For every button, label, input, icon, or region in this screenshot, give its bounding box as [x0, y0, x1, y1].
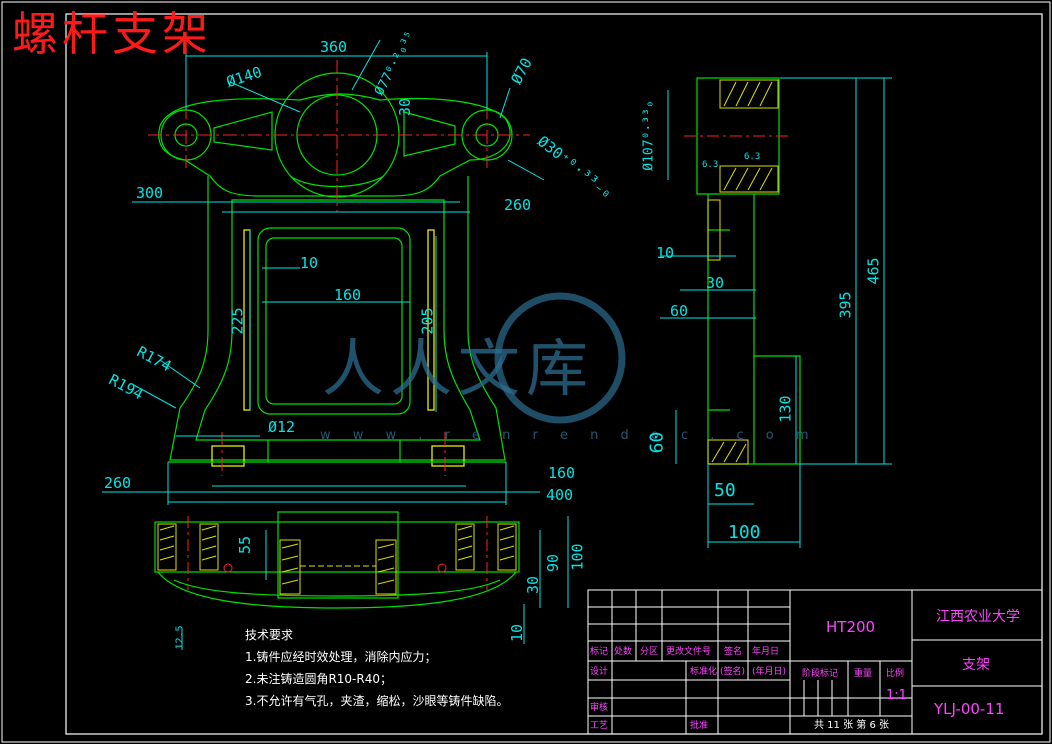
dim-160-base: 160 — [548, 464, 576, 482]
dim-50: 50 — [714, 480, 736, 501]
front-centerlines — [148, 60, 530, 476]
tb-label-standard: 标准化 — [690, 667, 718, 677]
tb-sheets: 共 11 张 第 6 张 — [814, 720, 889, 731]
bottom-view — [154, 511, 520, 609]
dim-6-3-b: 6.3 — [744, 152, 761, 162]
tb-label-zone: 分区 — [640, 647, 659, 657]
tb-material: HT200 — [826, 618, 876, 636]
dim-10-side: 10 — [656, 244, 675, 262]
watermark-url: w w w . r e n r e n d o c . c o m — [320, 428, 818, 443]
dim-260-top: 260 — [504, 196, 532, 214]
tb-label-weight: 重量 — [854, 669, 873, 679]
tb-label-design: 设计 — [590, 667, 609, 677]
notes-item: 3.不允许有气孔，夹渣，缩松，沙眼等铸件缺陷。 — [245, 694, 509, 708]
tb-label-sign2: (签名) — [720, 667, 746, 677]
tb-label-signature: 签名 — [724, 647, 743, 657]
notes-item: 1.铸件应经时效处理，消除内应力； — [245, 650, 437, 664]
tb-label-change-doc: 更改文件号 — [666, 647, 712, 657]
dimension-lines — [102, 39, 892, 650]
dim-400: 400 — [546, 486, 574, 504]
watermark-logo-circle — [494, 292, 626, 424]
notes-heading: 技术要求 — [245, 628, 294, 642]
dim-360: 360 — [320, 38, 348, 56]
tb-label-review: 审核 — [590, 703, 609, 713]
tb-scale: 1:1 — [886, 688, 907, 703]
inner-border — [65, 13, 1043, 735]
bottom-hatch — [157, 523, 517, 595]
dim-100-side: 100 — [728, 522, 761, 543]
tb-part-name: 支架 — [962, 657, 990, 673]
hole-marker-right — [437, 563, 447, 573]
tb-label-stage: 阶段标记 — [802, 669, 839, 679]
tb-label-ratio: 比例 — [886, 669, 905, 679]
dim-10-front: 10 — [300, 254, 319, 272]
drawing-title: 螺杆支架 — [12, 7, 212, 61]
dim-d12: Ø12 — [268, 418, 296, 436]
tb-label-date: 年月日 — [752, 647, 780, 657]
tb-school: 江西农业大学 — [936, 609, 1020, 625]
hole-marker-left — [223, 563, 233, 573]
tb-label-mark: 标记 — [590, 647, 609, 657]
title-block-grid — [587, 589, 1043, 735]
watermark-text: 人人文库 — [322, 332, 595, 405]
tb-label-date2: (年月日) — [752, 667, 787, 677]
dim-60-side: 60 — [670, 302, 689, 320]
dim-160-inner: 160 — [334, 286, 362, 304]
side-hatch — [707, 79, 779, 465]
dim-260-base: 260 — [104, 474, 132, 492]
tb-label-approve: 批准 — [690, 721, 709, 731]
tb-label-process: 工艺 — [590, 721, 609, 731]
tb-drawing-no: YLJ-00-11 — [934, 700, 1005, 718]
dim-30-side: 30 — [706, 274, 725, 292]
notes-item: 2.未注铸造圆角R10-R40； — [245, 672, 392, 686]
technical-notes: 技术要求 1.铸件应经时效处理，消除内应力； 2.未注铸造圆角R10-R40； … — [245, 624, 508, 712]
dim-300: 300 — [136, 184, 164, 202]
dim-6-3-a: 6.3 — [702, 160, 719, 170]
tb-label-count: 处数 — [614, 647, 633, 657]
